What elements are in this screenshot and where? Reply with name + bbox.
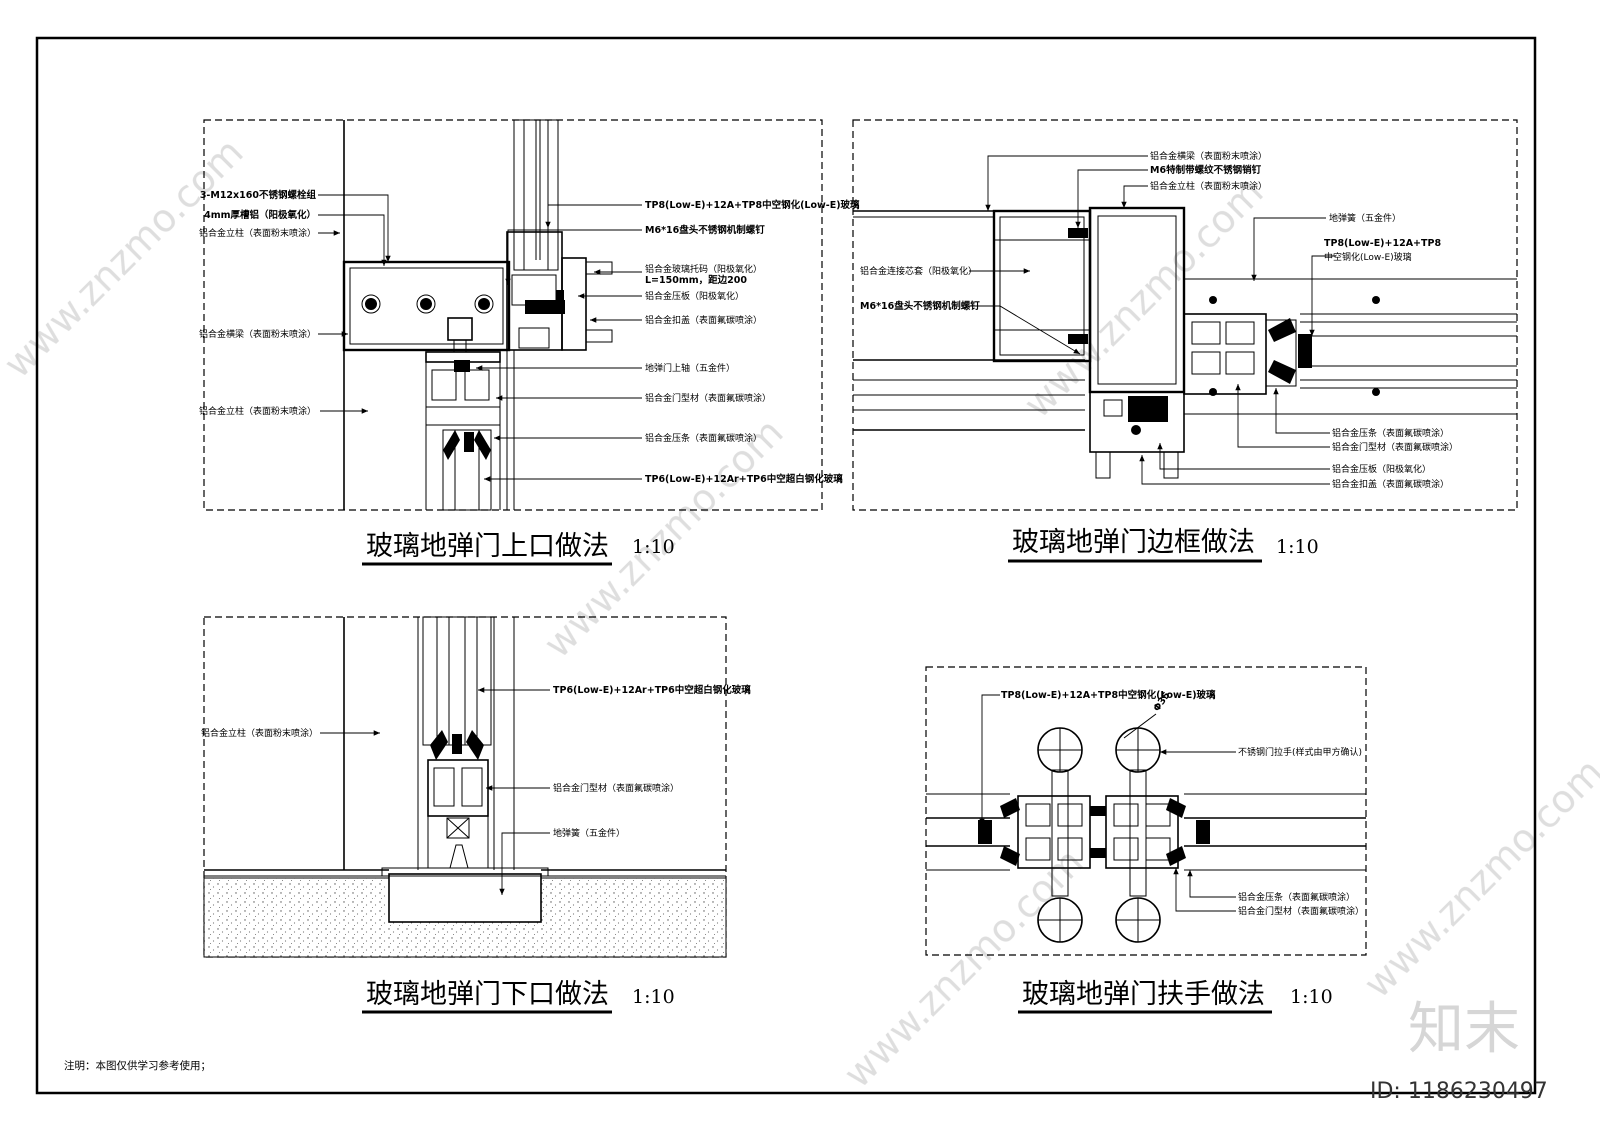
label-handle-pull: 不锈钢门拉手(样式由甲方确认) — [1238, 746, 1362, 758]
label-side-pin: M6特制带螺纹不锈钢销钉 — [1150, 164, 1262, 176]
label-side-core: 铝合金连接芯套（阳极氧化） — [860, 265, 977, 277]
watermark-brand: 知末 — [1408, 997, 1520, 1062]
detail-bottom-title: 玻璃地弹门下口做法 — [366, 979, 609, 1010]
label-door-profile: 铝合金门型材（表面氟碳喷涂） — [645, 392, 771, 404]
label-bottom-door-profile: 铝合金门型材（表面氟碳喷涂） — [553, 782, 679, 794]
detail-side-scale: 1:10 — [1276, 536, 1319, 558]
label-insulated-glass: TP8(Low-E)+12A+TP8中空钢化(Low-E)玻璃 — [645, 199, 860, 211]
detail-handle-title: 玻璃地弹门扶手做法 — [1022, 979, 1265, 1010]
detail-handle-frame — [925, 666, 1367, 956]
detail-top: 3-M12x160不锈钢螺栓组 4mm厚槽铝（阳极氧化） 铝合金立柱（表面粉末喷… — [199, 119, 860, 566]
detail-side-title: 玻璃地弹门边框做法 — [1012, 527, 1255, 558]
label-bolt-group: 3-M12x160不锈钢螺栓组 — [200, 189, 317, 201]
label-bottom-column: 铝合金立柱（表面粉末喷涂） — [201, 727, 318, 739]
detail-bottom: 铝合金立柱（表面粉末喷涂） TP6(Low-E)+12Ar+TP6中空超白钢化玻… — [201, 616, 751, 1014]
watermark-site-4: www.znzmo.com — [835, 840, 1091, 1096]
label-side-cap: 铝合金扣盖（表面氟碳喷涂） — [1332, 478, 1449, 490]
label-door-glass: TP6(Low-E)+12Ar+TP6中空超白钢化玻璃 — [645, 473, 843, 485]
label-glass-bracket: 铝合金玻璃托码（阳极氧化） — [645, 263, 762, 275]
label-cover-cap: 铝合金扣盖（表面氟碳喷涂） — [645, 314, 762, 326]
detail-handle: TP8(Low-E)+12A+TP8中空钢化(Low-E)玻璃 Φ35 不锈钢门… — [925, 666, 1367, 1014]
label-side-door-profile: 铝合金门型材（表面氟碳喷涂） — [1332, 441, 1458, 453]
label-bracket-spec: L=150mm，距边200 — [645, 274, 747, 286]
detail-top-title: 玻璃地弹门上口做法 — [366, 531, 609, 562]
label-channel-aluminum: 4mm厚槽铝（阳极氧化） — [204, 209, 316, 221]
label-bottom-floor-spring: 地弹簧（五金件） — [553, 827, 625, 839]
label-column-lower: 铝合金立柱（表面粉末喷涂） — [199, 405, 316, 417]
watermark-brand-group: 知末 — [1408, 997, 1520, 1062]
label-side-screw: M6*16盘头不锈钢机制螺钉 — [860, 300, 980, 312]
detail-top-frame — [203, 119, 823, 511]
label-handle-bead: 铝合金压条（表面氟碳喷涂） — [1238, 891, 1355, 903]
label-transom: 铝合金横梁（表面粉末喷涂） — [199, 328, 316, 340]
label-side-bead: 铝合金压条（表面氟碳喷涂） — [1332, 427, 1449, 439]
label-pressure-plate: 铝合金压板（阳极氧化） — [645, 290, 744, 302]
detail-top-scale: 1:10 — [632, 536, 675, 558]
watermark-site-5: www.znzmo.com — [1355, 750, 1600, 1006]
label-bottom-glass: TP6(Low-E)+12Ar+TP6中空超白钢化玻璃 — [553, 684, 751, 696]
footnote: 注明：本图仅供学习参考使用； — [64, 1059, 211, 1072]
label-handle-glass: TP8(Low-E)+12A+TP8中空钢化(Low-E)玻璃 — [1001, 689, 1216, 701]
label-column-upper: 铝合金立柱（表面粉末喷涂） — [199, 227, 316, 239]
label-glazing-bead: 铝合金压条（表面氟碳喷涂） — [645, 432, 762, 444]
label-side-column: 铝合金立柱（表面粉末喷涂） — [1150, 180, 1267, 192]
label-side-transom: 铝合金横梁（表面粉末喷涂） — [1150, 150, 1267, 162]
label-handle-door-profile: 铝合金门型材（表面氟碳喷涂） — [1238, 905, 1364, 917]
watermark-id: ID: 1186230497 — [1370, 1079, 1548, 1104]
sheet-border — [35, 36, 1537, 1095]
label-side-glass-1: TP8(Low-E)+12A+TP8 — [1324, 238, 1441, 249]
label-side-floor-spring: 地弹簧（五金件） — [1329, 212, 1401, 224]
detail-side-frame — [852, 119, 1518, 511]
detail-bottom-scale: 1:10 — [632, 986, 675, 1008]
label-screw: M6*16盘头不锈钢机制螺钉 — [645, 224, 765, 236]
label-top-pivot: 地弹门上轴（五金件） — [645, 362, 735, 374]
detail-handle-scale: 1:10 — [1290, 986, 1333, 1008]
detail-side: 铝合金横梁（表面粉末喷涂） M6特制带螺纹不锈钢销钉 铝合金立柱（表面粉末喷涂）… — [852, 119, 1518, 563]
label-side-glass-2: 中空钢化(Low-E)玻璃 — [1324, 251, 1412, 263]
label-side-plate: 铝合金压板（阳极氧化） — [1332, 463, 1431, 475]
